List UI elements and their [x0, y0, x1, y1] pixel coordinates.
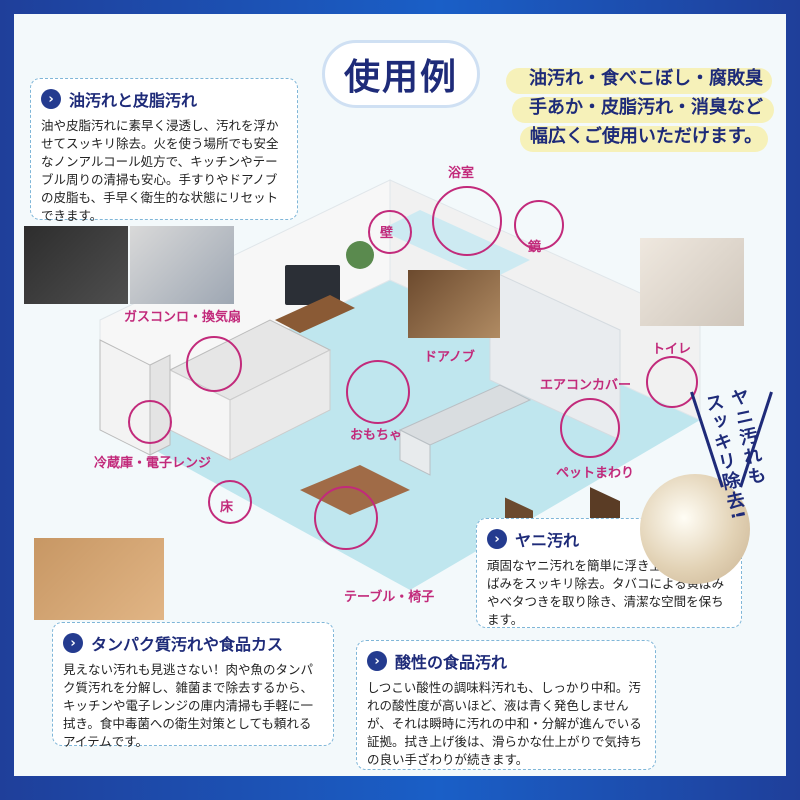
label-pet: ペットまわり [556, 466, 635, 481]
card-protein-header: › タンパク質汚れや食品カス [63, 631, 323, 655]
card-protein: › タンパク質汚れや食品カス 見えない汚れも見逃さない！肉や魚のタンパク質汚れを… [52, 622, 334, 749]
highlight-text: 油汚れ・食べこぼし・腐敗臭 手あか・皮脂汚れ・消臭など 幅広くご使用いただけます… [512, 64, 780, 151]
label-aircon: エアコンカバー [540, 378, 632, 393]
highlight-line-2: 手あか・皮脂汚れ・消臭など [529, 97, 763, 118]
card-acid: › 酸性の食品汚れ しつこい酸性の調味料汚れも、しっかり中和。汚れの酸性度が高い… [356, 640, 656, 770]
label-mirror: 鏡 [528, 240, 542, 255]
chevron-right-icon: › [487, 529, 507, 549]
highlight-line-3: 幅広くご使用いただけます。 [529, 126, 763, 147]
chevron-right-icon: › [367, 651, 387, 671]
tv [285, 265, 340, 305]
highlight-strip-1 [506, 68, 772, 94]
card-acid-title: 酸性の食品汚れ [395, 653, 508, 672]
label-gas: ガスコンロ・換気扇 [124, 310, 242, 325]
ring-floor [208, 480, 252, 524]
ring-wall [368, 210, 412, 254]
ring-gas [186, 336, 242, 392]
room-illustration [99, 179, 701, 591]
card-protein-body: 見えない汚れも見逃さない！肉や魚のタンパク質汚れを分解し、雑菌まで除去するから、… [63, 662, 314, 749]
card-acid-header: › 酸性の食品汚れ [367, 649, 645, 673]
ring-toilet [646, 356, 698, 408]
tv-stand [275, 295, 355, 333]
chevron-right-icon: › [41, 89, 61, 109]
card-yani-header: › ヤニ汚れ [487, 527, 731, 551]
card-protein-title: タンパク質汚れや食品カス [91, 635, 284, 654]
photo-table-wipe [34, 538, 164, 620]
kitchen-counter-side [229, 349, 331, 461]
label-fridge: 冷蔵庫・電子レンジ [94, 456, 212, 471]
card-acid-body: しつこい酸性の調味料汚れも、しっかり中和。汚れの酸性度が高いほど、液は青く発色し… [367, 680, 643, 767]
label-wall: 壁 [380, 226, 394, 241]
label-table: テーブル・椅子 [344, 590, 435, 605]
plant [346, 241, 374, 269]
label-door: ドアノブ [424, 350, 475, 365]
label-bath: 浴室 [448, 166, 475, 181]
photo-gas-stove [24, 226, 128, 304]
card-oil-body: 油や皮脂汚れに素早く浸透し、汚れを浮かせてスッキリ除去。火を使う場所でも安全なノ… [41, 118, 279, 223]
photo-toilet [640, 238, 744, 326]
label-floor: 床 [220, 500, 234, 515]
ring-table [314, 486, 378, 550]
photo-range-hood [130, 226, 234, 304]
ring-pet [560, 398, 620, 458]
page-title: 使用例 [322, 40, 480, 108]
chevron-right-icon: › [63, 633, 83, 653]
ring-fridge [128, 400, 172, 444]
ring-toys [346, 360, 410, 424]
partition-wall [489, 269, 621, 441]
card-oil-header: › 油汚れと皮脂汚れ [41, 87, 287, 111]
highlight-strip-2 [512, 97, 774, 123]
ring-mirror [514, 200, 564, 250]
card-oil-title: 油汚れと皮脂汚れ [69, 91, 198, 110]
highlight-line-1: 油汚れ・食べこぼし・腐敗臭 [529, 68, 763, 89]
card-yani-title: ヤニ汚れ [515, 531, 580, 550]
highlight-strip-3 [520, 126, 768, 152]
card-yani-body: 頑固なヤニ汚れを簡単に浮き上がらせ、黄ばみをスッキリ除去。タバコによる黄ばみやベ… [487, 558, 725, 627]
label-toys: おもちゃ [350, 428, 403, 443]
photo-door-handle [408, 270, 500, 338]
photo-stain [640, 474, 750, 584]
card-oil: › 油汚れと皮脂汚れ 油や皮脂汚れに素早く浸透し、汚れを浮かせてスッキリ除去。火… [30, 78, 298, 223]
label-toilet: トイレ [652, 342, 692, 357]
sofa-front [399, 429, 431, 476]
ring-bath [432, 186, 502, 256]
